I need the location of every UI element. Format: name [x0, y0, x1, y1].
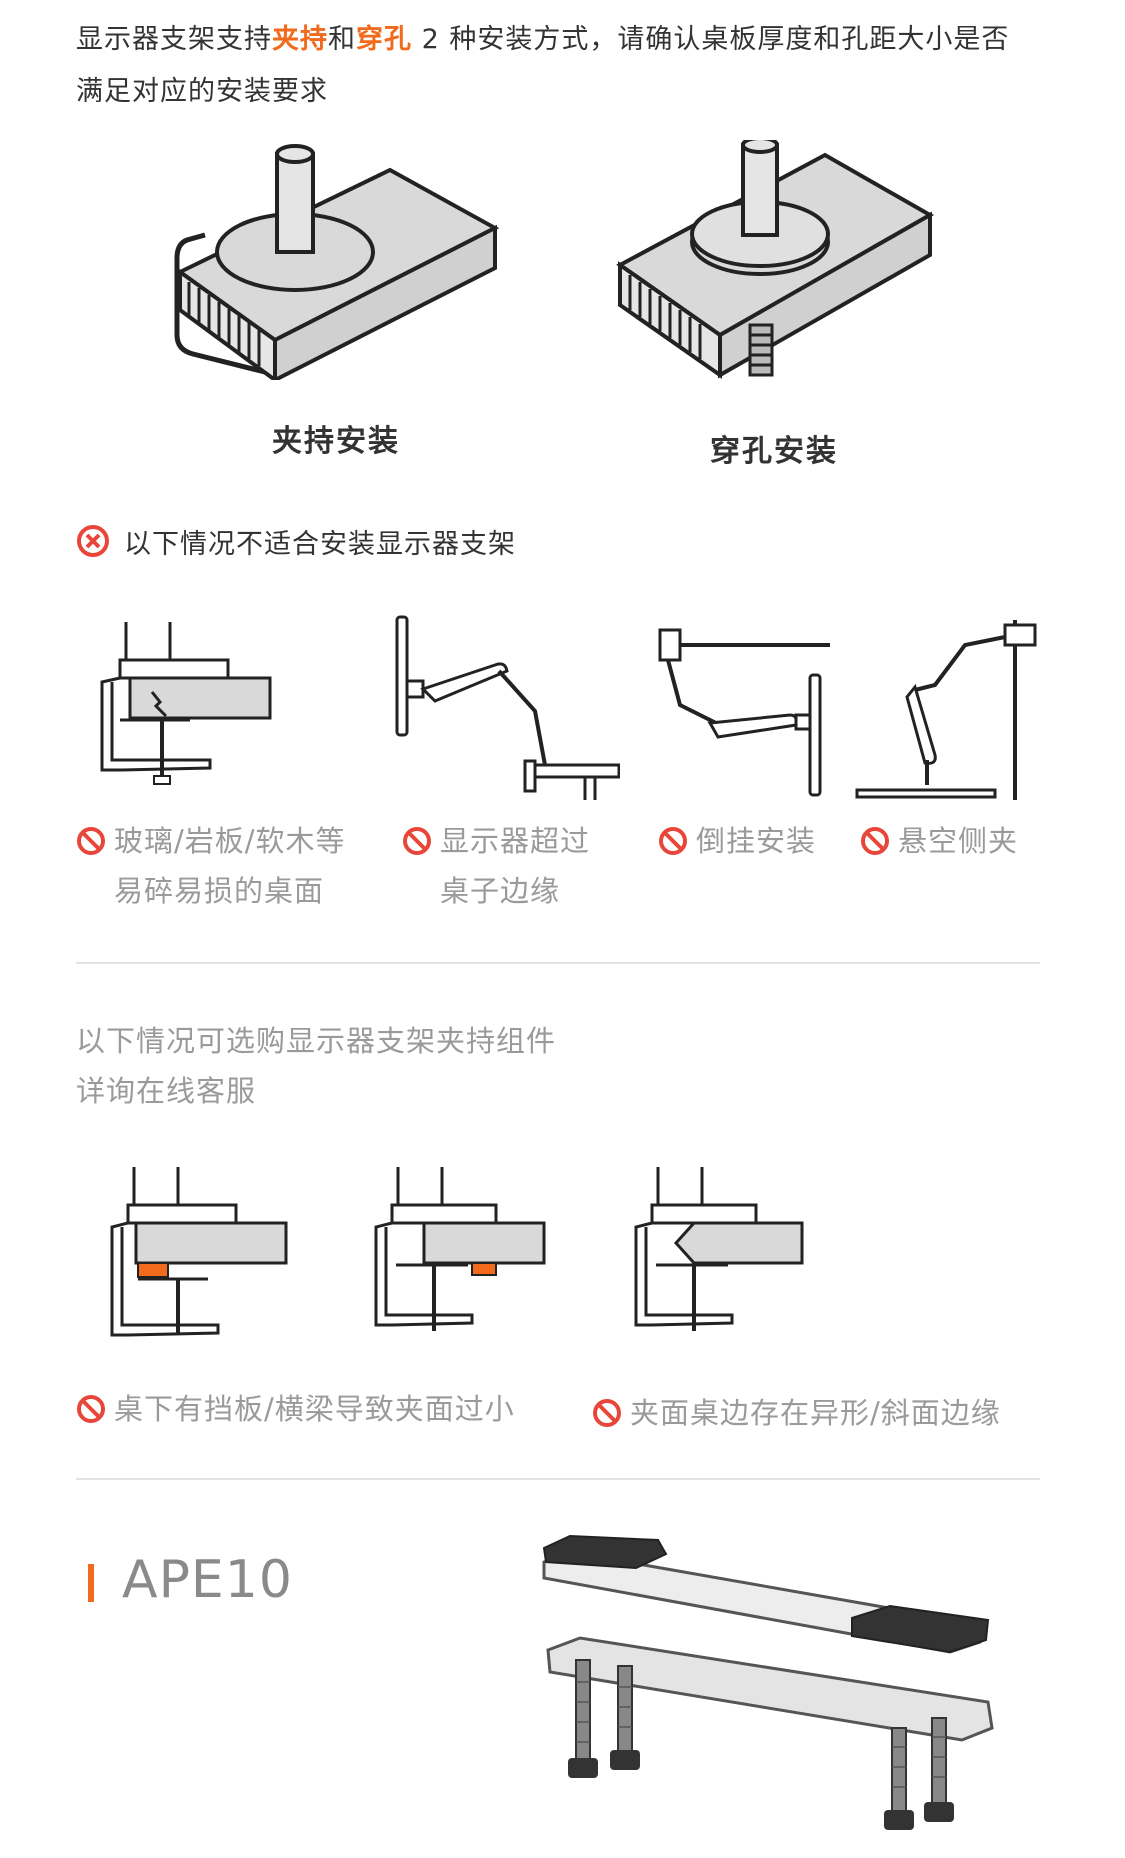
x-circle-icon [77, 525, 109, 557]
unsuitable-title: 以下情况不适合安装显示器支架 [124, 529, 516, 560]
inverted-mount-illustration [658, 628, 830, 797]
optional-item-crossbeam: 桌下有挡板/横梁导致夹面过小 [114, 1392, 515, 1426]
monitor-over-edge-illustration [395, 615, 620, 800]
intro-grommet-highlight: 穿孔 [356, 24, 412, 55]
no-entry-icon [593, 1399, 621, 1427]
no-entry-icon [403, 827, 431, 855]
no-entry-icon [861, 827, 889, 855]
no-entry-icon [77, 827, 105, 855]
section-divider [76, 1478, 1040, 1480]
intro-text: 显示器支架支持夹持和穿孔 2 种安装方式，请确认桌板厚度和孔距大小是否满足对应的… [76, 14, 1036, 118]
no-entry-icon [77, 1395, 105, 1423]
unsuitable-item-over-edge: 显示器超过 桌子边缘 [440, 824, 591, 908]
intro-clamp-highlight: 夹持 [272, 24, 328, 55]
crossbeam-clamp-illustration [110, 1167, 288, 1337]
intro-part2: 2 种安装方式，请确认桌板厚度和孔距大小是否满足对应的安装要求 [76, 24, 1010, 107]
clamp-caption: 夹持安装 [272, 424, 400, 459]
model-accent-bar [88, 1564, 94, 1602]
no-entry-icon [659, 827, 687, 855]
optional-item-beveled: 夹面桌边存在异形/斜面边缘 [630, 1396, 1001, 1430]
ape10-product-illustration [542, 1534, 994, 1830]
fragile-desk-illustration [100, 622, 272, 785]
under-panel-clamp-illustration [374, 1167, 546, 1331]
section-divider [76, 962, 1040, 964]
product-model: APE10 [122, 1550, 293, 1610]
intro-and: 和 [328, 24, 356, 55]
clamp-mount-illustration [174, 144, 500, 380]
unsuitable-item-floating: 悬空侧夹 [898, 824, 1019, 858]
grommet-mount-illustration [616, 140, 935, 379]
beveled-edge-clamp-illustration [634, 1167, 804, 1331]
optional-title: 以下情况可选购显示器支架夹持组件 详询在线客服 [76, 1024, 557, 1108]
floating-side-clamp-illustration [855, 620, 1037, 800]
unsuitable-item-inverted: 倒挂安装 [696, 824, 817, 858]
unsuitable-item-fragile: 玻璃/岩板/软木等 易碎易损的桌面 [114, 824, 346, 908]
intro-part1: 显示器支架支持 [76, 24, 272, 55]
grommet-caption: 穿孔安装 [710, 434, 838, 469]
